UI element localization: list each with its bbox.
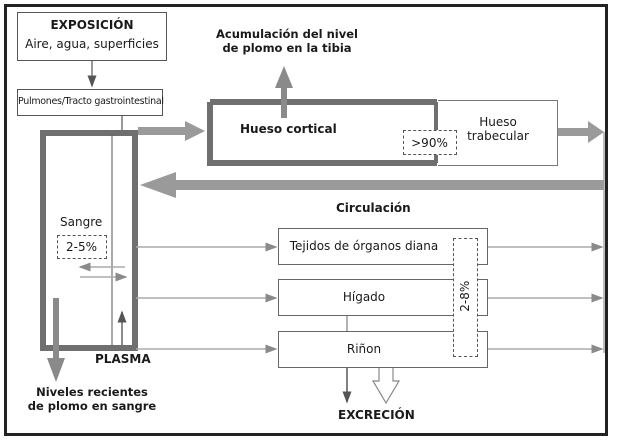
tibia-line1: Acumulación del nivel — [216, 27, 358, 41]
circulation-arrow — [140, 172, 604, 198]
recent-levels-line2: de plomo en sangre — [27, 398, 157, 413]
organ-label: Tejidos de órganos diana — [289, 239, 439, 253]
recent-levels-label: Niveles recientes de plomo en sangre — [22, 385, 162, 414]
plasma-to-bone-arrow — [138, 121, 205, 141]
organ-share-value: 2-8% — [457, 280, 472, 312]
tibia-line2: de plomo en la tibia — [222, 40, 352, 55]
tibia-accumulation-label: Acumulación del nivel de plomo en la tib… — [212, 27, 362, 56]
plasma-label: PLASMA — [95, 352, 151, 366]
recent-levels-line1: Niveles recientes — [36, 385, 148, 399]
blood-share-value: 2-5% — [65, 240, 97, 254]
excretion-label: EXCRECIÓN — [338, 408, 415, 422]
blood-label: Sangre — [60, 215, 103, 229]
intake-label: Pulmones/Tracto gastrointestinal — [18, 96, 164, 107]
bone-share-value: >90% — [411, 136, 448, 150]
exposure-box: EXPOSICIÓN Aire, agua, superficies — [17, 12, 167, 61]
trabecular-bone-label: Hueso trabecular — [438, 115, 558, 144]
exposure-subtitle: Aire, agua, superficies — [25, 37, 159, 51]
organ-label: Riñon — [346, 342, 382, 356]
blood-share-badge: 2-5% — [57, 235, 107, 259]
circulation-label: Circulación — [336, 201, 411, 215]
bone-share-badge: >90% — [403, 130, 457, 155]
tibia-up-arrow — [275, 66, 293, 118]
trabecular-bone-box: Hueso trabecular — [438, 100, 558, 166]
organ-share-badge: 2-8% — [453, 238, 478, 357]
trabecular-line2: trabecular — [467, 129, 529, 144]
trabecular-line1: Hueso — [479, 115, 517, 129]
exposure-title: EXPOSICIÓN — [50, 18, 134, 32]
recent-levels-down-arrow — [47, 298, 65, 382]
trabecular-to-circulation-arrow — [558, 121, 604, 143]
cortical-bone-label: Hueso cortical — [240, 122, 337, 136]
intake-box: Pulmones/Tracto gastrointestinal — [17, 89, 164, 116]
organ-label: Hígado — [342, 290, 386, 304]
liver-excretion-hollow-arrow — [371, 367, 401, 405]
